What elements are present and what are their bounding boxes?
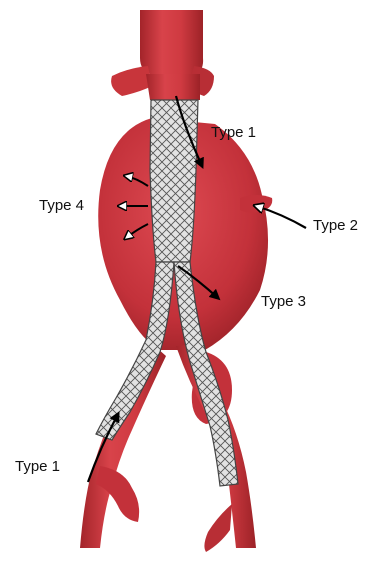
label-type3: Type 3 — [261, 293, 306, 311]
label-type1-proximal: Type 1 — [211, 124, 256, 142]
label-type1-distal: Type 1 — [15, 458, 60, 476]
label-type2: Type 2 — [313, 217, 358, 235]
upper-aorta — [111, 10, 214, 100]
label-type4: Type 4 — [39, 197, 84, 215]
